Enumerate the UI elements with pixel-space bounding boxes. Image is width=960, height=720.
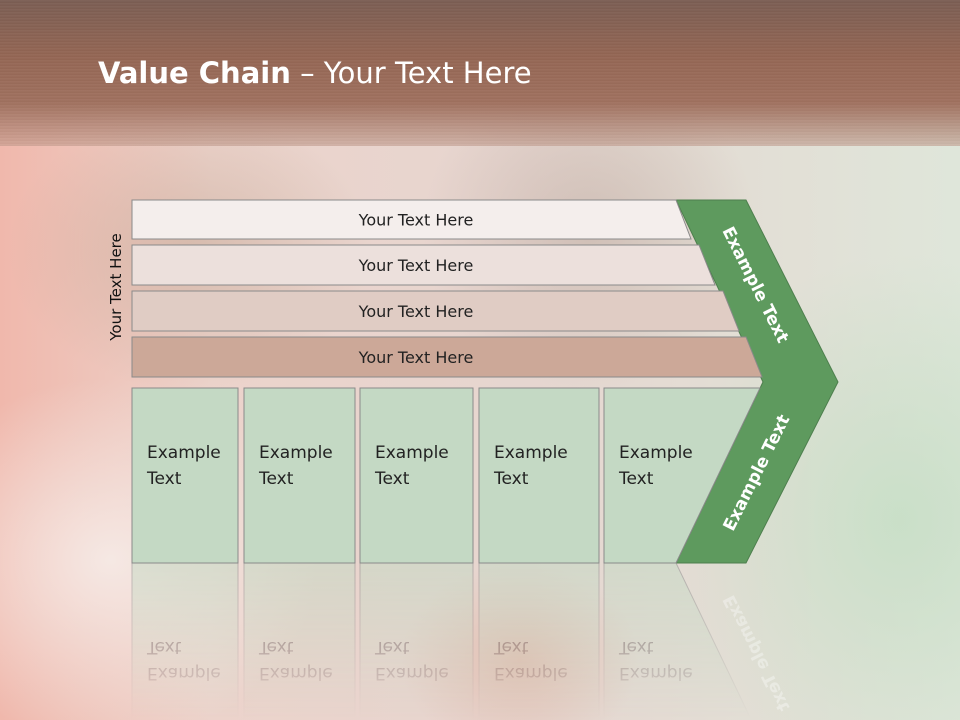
activity-box-label-reflection: ExampleText [493, 637, 568, 683]
title-bold-part: Value Chain [98, 56, 291, 90]
activity-box-1: Example Text [131, 387, 239, 564]
activity-box-line-1: Example [375, 443, 449, 463]
activity-box-line-1: Example [619, 443, 693, 463]
activity-box-shape [359, 387, 474, 564]
reflection-group: ExampleTextExampleTextExampleTextExample… [131, 446, 805, 720]
activity-box-label-reflection: ExampleText [258, 637, 333, 683]
activity-box-label-reflection: ExampleText [374, 637, 449, 683]
row-bar-2: Your Text Here [131, 244, 716, 286]
activity-box-2: Example Text [243, 387, 356, 564]
row-bar-label: Your Text Here [358, 348, 474, 367]
activity-box-label: Example Text [493, 443, 573, 489]
activity-box-label-reflection: ExampleText [618, 637, 693, 683]
activity-box-shape [603, 387, 761, 564]
activity-box-label: Example Text [146, 443, 226, 489]
row-bar-1: Your Text Here [131, 199, 692, 240]
row-bar-label: Your Text Here [358, 256, 474, 275]
activity-box-line-2: Text [258, 469, 294, 489]
activity-box-line-1: Example [259, 443, 333, 463]
activity-box-line-2: Text [146, 469, 182, 489]
chevron-arrow [675, 199, 839, 564]
activity-box-line-2: Text [374, 469, 410, 489]
row-bar-label: Your Text Here [358, 211, 474, 230]
activity-box-shape [243, 387, 356, 564]
activity-box-5: Example Text [603, 387, 761, 564]
activity-box-shape [131, 387, 239, 564]
row-bar-shape [131, 244, 716, 286]
activity-box-line-2: Text [618, 469, 654, 489]
row-bar-4: Your Text Here [131, 336, 763, 378]
activity-box-label: Example Text [618, 443, 698, 489]
activity-box-4: Example Text [478, 387, 600, 564]
activity-box-label: Example Text [258, 443, 338, 489]
activity-box-label: Example Text [374, 443, 454, 489]
activity-box-shape [478, 387, 600, 564]
title-rest-part: – Your Text Here [290, 56, 532, 90]
row-bar-shape [131, 290, 740, 332]
row-bar-label: Your Text Here [358, 302, 474, 321]
activity-box-line-1: Example [494, 443, 568, 463]
header-band [0, 0, 960, 146]
page-title: Value Chain – Your Text Here [98, 56, 532, 90]
row-bar-shape [131, 336, 763, 378]
row-bar-shape [131, 199, 692, 240]
activity-box-3: Example Text [359, 387, 474, 564]
activity-box-line-1: Example [147, 443, 221, 463]
row-bar-3: Your Text Here [131, 290, 740, 332]
activity-box-label-reflection: ExampleText [146, 637, 221, 683]
activity-box-line-2: Text [493, 469, 529, 489]
